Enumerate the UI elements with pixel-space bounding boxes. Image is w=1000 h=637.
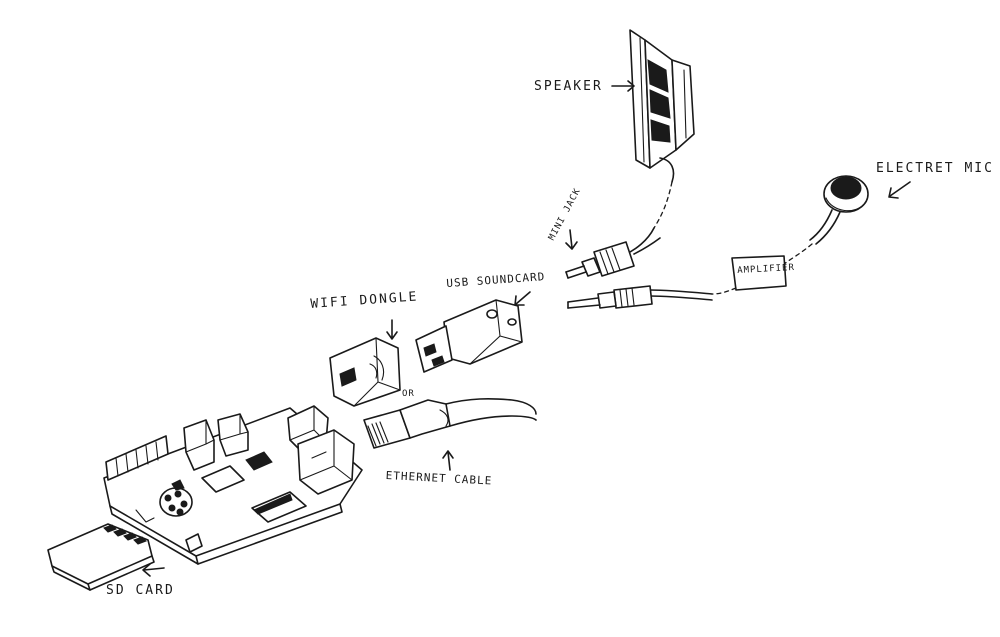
sd-card-label: SD CARD (106, 583, 175, 598)
speaker-drawing (611, 29, 695, 257)
mini-jack-drawing (565, 229, 635, 279)
speaker-label: SPEAKER (534, 79, 603, 94)
usb-soundcard-drawing (415, 291, 531, 373)
raspberry-pi-board-drawing (103, 405, 363, 565)
amplifier-drawing (711, 255, 787, 295)
wifi-dongle-drawing (329, 319, 401, 407)
or-label: OR (402, 389, 415, 399)
ethernet-cable-drawing (363, 398, 537, 471)
mic-jack-cable (567, 237, 713, 309)
electret-mic-label: ELECTRET MIC (876, 161, 994, 176)
electret-mic-drawing (783, 175, 911, 265)
sd-card-drawing (47, 523, 165, 591)
